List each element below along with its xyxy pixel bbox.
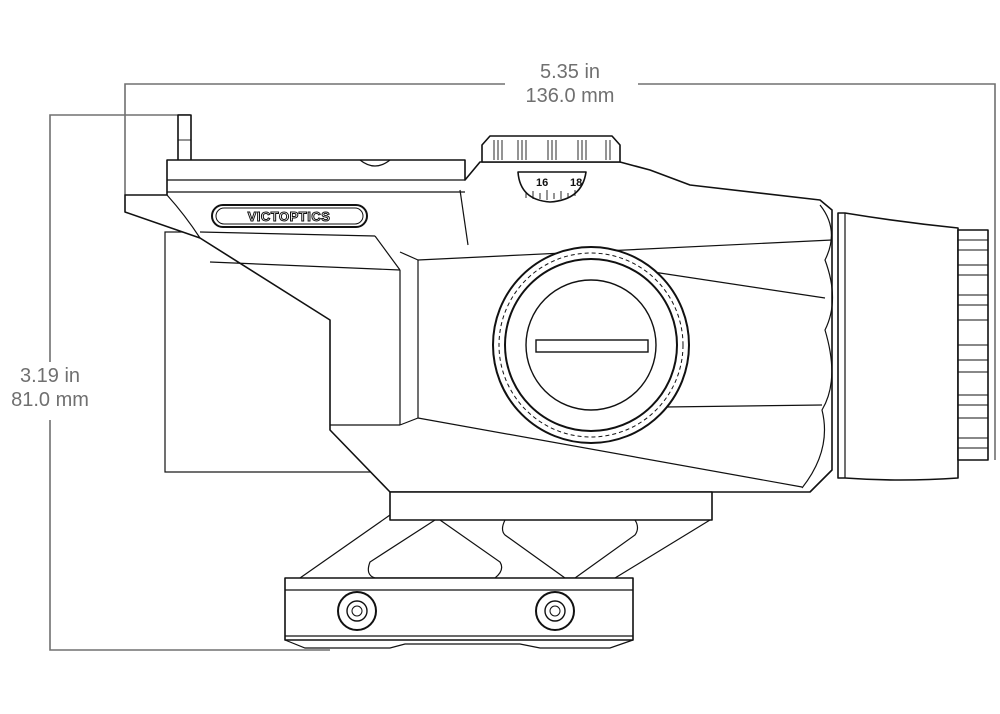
windage-turret — [492, 246, 690, 444]
mount-screw-left — [337, 591, 377, 631]
mount-screw-right — [535, 591, 575, 631]
screwdriver-slot — [535, 339, 649, 353]
height-imperial: 3.19 in — [19, 365, 81, 387]
svg-text:18: 18 — [570, 177, 582, 189]
elevation-turret: 16 18 — [481, 135, 621, 203]
height-dimension-label: 3.19 in 81.0 mm — [0, 364, 100, 412]
brand-logo: VICTOPTICS — [211, 204, 368, 228]
height-metric: 81.0 mm — [11, 389, 89, 411]
svg-text:VICTOPTICS: VICTOPTICS — [248, 209, 331, 224]
length-metric: 136.0 mm — [525, 85, 615, 107]
height-dimension-line — [49, 114, 330, 651]
svg-text:16: 16 — [536, 177, 548, 189]
rear-tab — [177, 114, 192, 164]
length-dimension-label: 5.35 in 136.0 mm — [505, 60, 635, 108]
length-imperial: 5.35 in — [539, 61, 601, 83]
objective-housing — [837, 212, 989, 481]
length-dimension-line — [124, 83, 996, 460]
